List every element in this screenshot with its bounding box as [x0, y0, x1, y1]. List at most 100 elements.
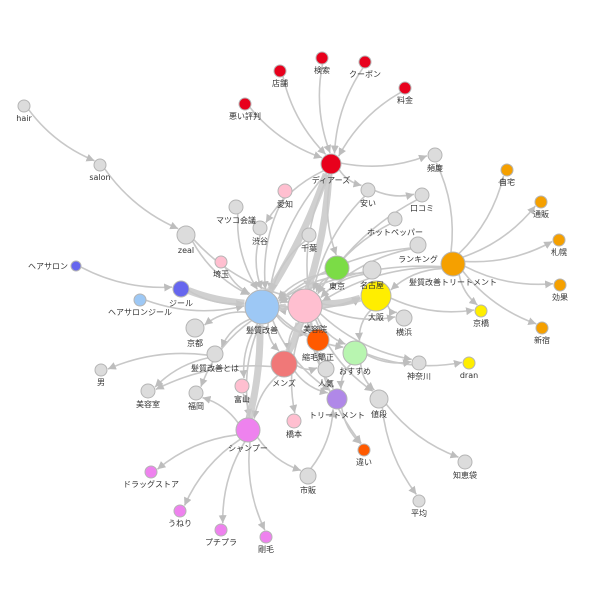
node-treatment[interactable] — [326, 388, 348, 410]
node-ninki[interactable] — [317, 360, 335, 378]
node-kaizen_tr[interactable] — [440, 251, 466, 277]
label-saitama: 埼玉 — [213, 269, 229, 279]
node-kyoto[interactable] — [185, 318, 205, 338]
node-shinjuku[interactable] — [535, 321, 549, 335]
edge-nagoya-kaizen — [278, 272, 364, 302]
label-fukuoka: 福岡 — [188, 402, 204, 411]
node-kanagawa[interactable] — [411, 355, 427, 371]
label-hairsalon: ヘアサロン — [28, 262, 68, 271]
node-shukumo[interactable] — [306, 328, 330, 352]
node-salon[interactable] — [93, 158, 107, 172]
edge-kaizen-toyama — [239, 323, 259, 379]
node-mens[interactable] — [270, 350, 298, 378]
edge-saitama-kaizen — [224, 266, 251, 295]
node-zeal_jp[interactable] — [172, 280, 190, 298]
node-biyoshitsu[interactable] — [140, 383, 156, 399]
node-hairsalon[interactable] — [70, 260, 82, 272]
node-dran[interactable] — [462, 356, 476, 370]
label-kaizen: 髪質改善 — [246, 325, 278, 335]
node-hair[interactable] — [17, 99, 31, 113]
node-ryokin[interactable] — [398, 81, 412, 95]
strong-edge-mens-biyoin — [285, 322, 303, 354]
node-koka[interactable] — [553, 278, 567, 292]
node-yasui[interactable] — [360, 182, 376, 198]
label-ninki: 人気 — [318, 378, 334, 388]
edge-dears-yasui — [338, 169, 362, 188]
edge-kaizen_tr-jitaku — [458, 175, 506, 255]
node-shibuya[interactable] — [252, 220, 268, 236]
label-matsuko: マツコ会議 — [216, 215, 256, 225]
node-uneri[interactable] — [173, 504, 187, 518]
label-hashimoto: 橋本 — [286, 429, 302, 439]
node-tenpo[interactable] — [273, 64, 287, 78]
edge-shampoo-uneri — [183, 438, 241, 506]
node-kensaku[interactable] — [315, 51, 329, 65]
node-tokyo[interactable] — [324, 255, 350, 281]
node-toyama[interactable] — [234, 378, 250, 394]
label-toyama: 富山 — [234, 394, 250, 404]
node-gomo[interactable] — [259, 530, 273, 544]
node-shihan[interactable] — [299, 467, 317, 485]
label-tenpo: 店舗 — [272, 78, 288, 88]
node-osaka[interactable] — [360, 280, 392, 312]
node-nagoya[interactable] — [362, 260, 382, 280]
node-coupon[interactable] — [358, 55, 372, 69]
label-hindo: 頻度 — [427, 163, 443, 173]
label-shibuya: 渋谷 — [252, 236, 268, 246]
label-shukumo: 縮毛矯正 — [302, 352, 334, 362]
edge-yasui-kuchikomi — [374, 189, 415, 200]
label-nedan: 値段 — [371, 409, 387, 419]
label-shinjuku: 新宿 — [534, 335, 550, 345]
label-tokyo: 東京 — [329, 281, 345, 291]
node-aichi[interactable] — [277, 183, 293, 199]
edge-mens-treatment — [294, 370, 328, 396]
edge-biyoin-nedan — [314, 319, 374, 392]
label-chigai: 違い — [356, 457, 372, 467]
node-hindo[interactable] — [427, 147, 443, 163]
node-hashimoto[interactable] — [286, 413, 302, 429]
node-ranking[interactable] — [409, 236, 427, 254]
node-heikin[interactable] — [412, 494, 426, 508]
node-chiebukuro[interactable] — [457, 454, 473, 470]
node-kyobashi[interactable] — [474, 304, 488, 318]
label-warui: 悪い評判 — [229, 111, 261, 121]
label-dran: dran — [460, 371, 478, 380]
edge-osaka-osusume — [354, 309, 372, 341]
node-dears[interactable] — [320, 153, 342, 175]
edge-osusume-nedan — [359, 363, 375, 391]
edge-kaizen_tr-koka — [464, 265, 554, 289]
node-sapporo[interactable] — [552, 233, 566, 247]
node-tsuhan[interactable] — [534, 195, 548, 209]
node-fukuoka[interactable] — [188, 385, 204, 401]
label-zeal_jp: ジール — [169, 299, 193, 308]
node-hairsalon_zeal[interactable] — [133, 293, 147, 307]
edge-shampoo-gomo — [248, 441, 266, 531]
edge-warui-dears — [249, 106, 323, 159]
edge-nagoya-biyoin — [320, 273, 365, 299]
strong-edge-biyoin-osaka — [321, 294, 362, 308]
node-biyoin[interactable] — [287, 288, 323, 324]
label-yasui: 安い — [360, 198, 376, 208]
node-saitama[interactable] — [214, 255, 228, 269]
node-hotpepper[interactable] — [387, 211, 403, 227]
node-chigai[interactable] — [357, 443, 371, 457]
node-zeal[interactable] — [176, 225, 196, 245]
node-kaizen_toha[interactable] — [206, 345, 224, 363]
node-warui[interactable] — [238, 97, 252, 111]
node-otoko[interactable] — [94, 363, 108, 377]
node-layer — [17, 51, 567, 544]
node-shampoo[interactable] — [235, 417, 261, 443]
node-drugstore[interactable] — [144, 465, 158, 479]
node-chiba[interactable] — [301, 227, 317, 243]
node-matsuko[interactable] — [228, 199, 244, 215]
node-jitaku[interactable] — [500, 163, 514, 177]
node-puchipura[interactable] — [214, 523, 228, 537]
node-yokohama[interactable] — [395, 309, 413, 327]
edge-kaizen-mens — [267, 322, 280, 352]
node-kaizen[interactable] — [244, 289, 280, 325]
label-kyobashi: 京橋 — [473, 318, 489, 328]
node-kuchikomi[interactable] — [414, 187, 430, 203]
node-osusume[interactable] — [342, 340, 368, 366]
node-nedan[interactable] — [369, 389, 389, 409]
